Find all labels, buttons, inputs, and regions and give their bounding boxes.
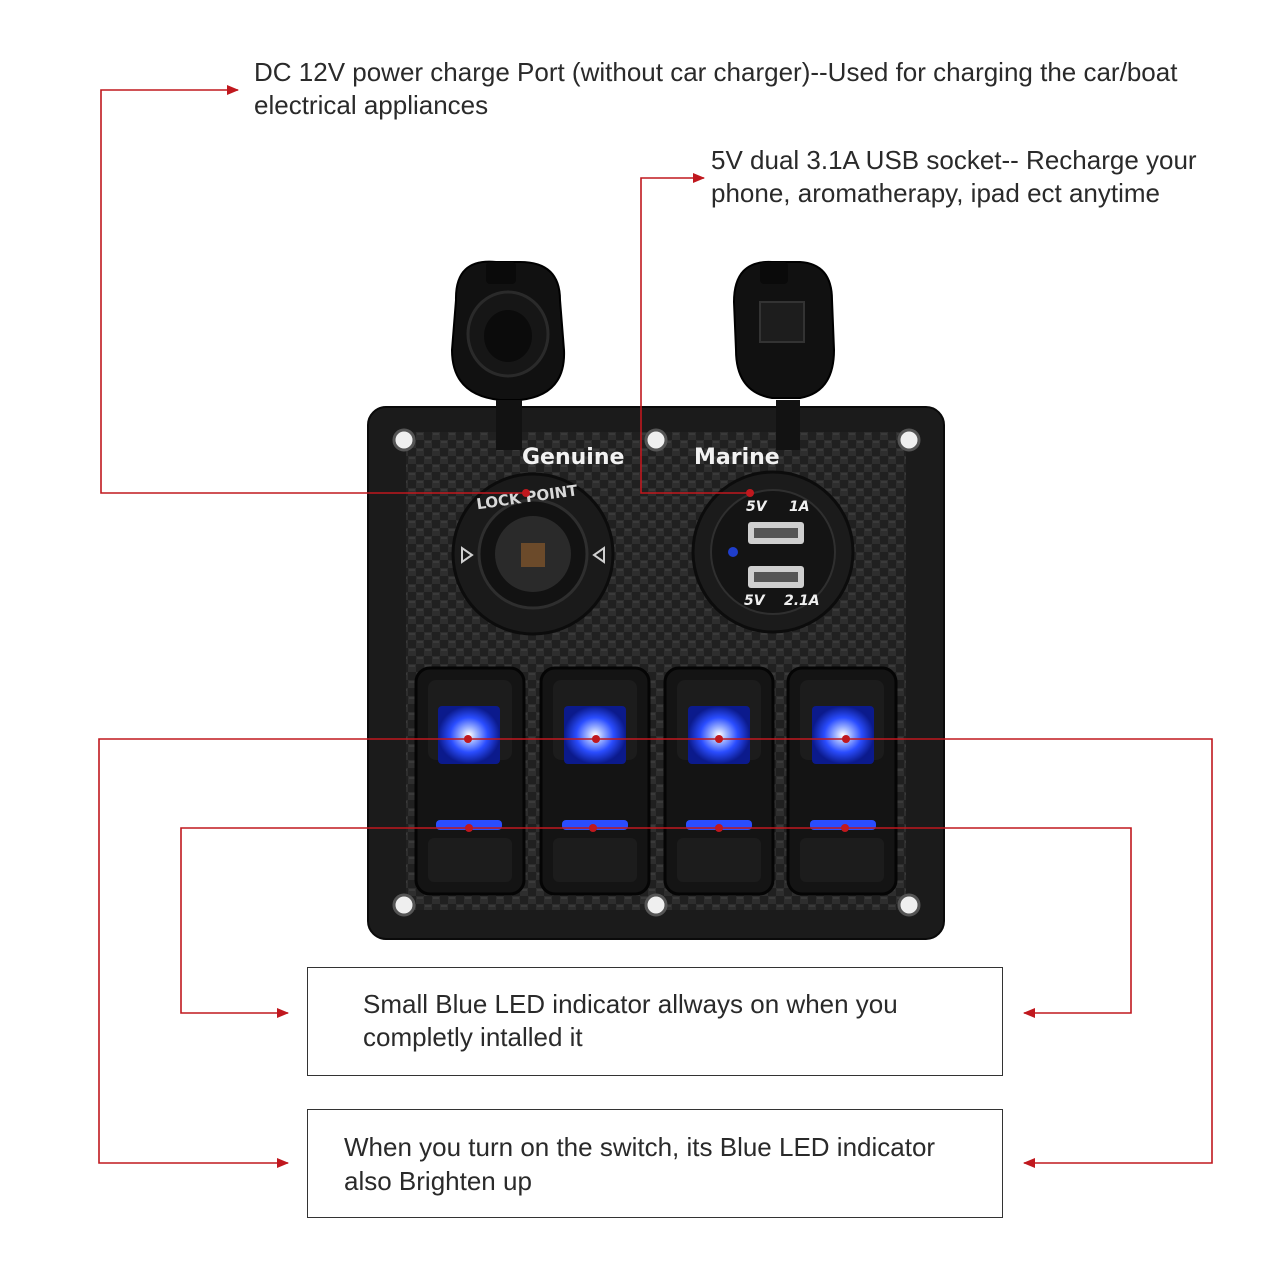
usb-bottom-volt: 5V [744, 593, 766, 609]
switch-led-callout-line1: When you turn on the switch, its Blue LE… [344, 1132, 936, 1162]
rocker-switch-1 [414, 666, 526, 896]
left-triangle-icon [461, 546, 474, 564]
usb-top-amp: 1A [789, 499, 810, 515]
switch-led-connector-left [98, 738, 848, 1168]
usb-socket: 5V 1A 5V 2.1A [691, 260, 855, 634]
dc-socket: LOCK POINT [450, 260, 615, 636]
switch-led-callout-line2: also Brighten up [344, 1166, 532, 1196]
dc-port-connector [100, 85, 526, 494]
switch-led-callout-box: When you turn on the switch, its Blue LE… [307, 1109, 1003, 1218]
usb-connector [640, 173, 750, 494]
small-led-connector-left [180, 827, 845, 1018]
rocker-switch-2 [539, 666, 651, 896]
usb-bottom-amp: 2.1A [784, 593, 820, 609]
callout-lines [98, 85, 1213, 1168]
mounting-holes [392, 428, 921, 917]
switch-led-connector-right [848, 738, 1213, 1168]
small-led-connector-right [845, 827, 1132, 1018]
rocker-switches [414, 666, 898, 896]
right-triangle-icon [592, 546, 605, 564]
brand-right-text: Marine [694, 445, 780, 470]
rocker-switch-4 [786, 666, 898, 896]
usb-callout-line2: phone, aromatherapy, ipad ect anytime [711, 178, 1161, 208]
rocker-switch-3 [663, 666, 775, 896]
dc-port-callout-line1: DC 12V power charge Port (without car ch… [254, 57, 1178, 87]
dc-port-callout-line2: electrical appliances [254, 90, 489, 120]
brand-left-text: Genuine [522, 445, 624, 470]
usb-led-dot [728, 547, 738, 557]
small-led-callout-line2: completly intalled it [363, 1022, 583, 1052]
small-led-callout-box: Small Blue LED indicator allways on when… [307, 967, 1003, 1076]
usb-callout-line1: 5V dual 3.1A USB socket-- Recharge your [711, 145, 1197, 175]
small-led-callout-line1: Small Blue LED indicator allways on when… [363, 989, 898, 1019]
usb-top-volt: 5V [746, 499, 768, 515]
